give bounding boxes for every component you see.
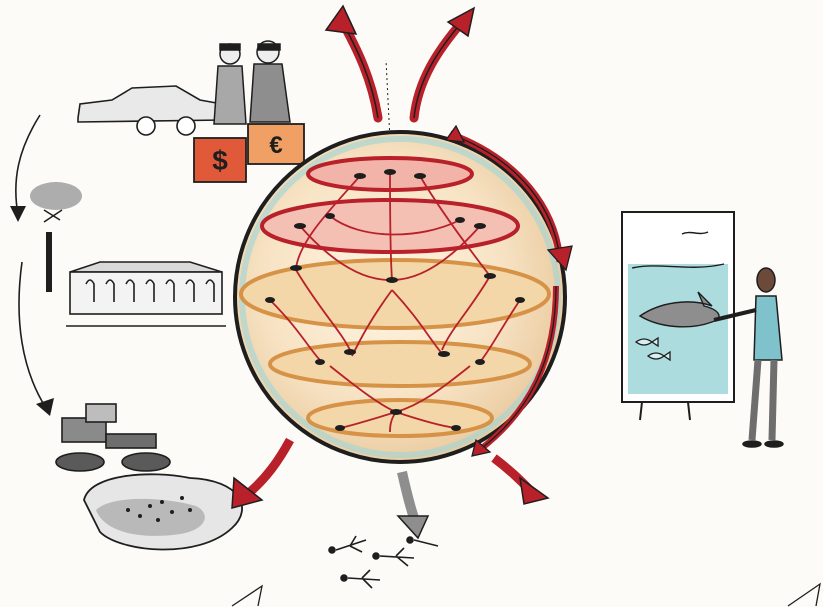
euro-symbol: €	[269, 132, 282, 159]
presentation-board-icon	[622, 212, 783, 447]
thread-line	[386, 60, 390, 140]
chimney-icon	[46, 232, 52, 292]
bulldozer-icon	[56, 404, 170, 471]
arrow-down-left	[232, 440, 290, 508]
smoke-icon	[30, 182, 82, 222]
arrow-left-top	[10, 115, 40, 222]
money-exchange-icon: $ €	[78, 41, 304, 182]
bodies-icon	[329, 536, 438, 588]
corner-stroke-right	[788, 584, 820, 606]
euro-case: €	[248, 124, 304, 164]
factory-icon	[66, 262, 226, 326]
dollar-case: $	[194, 138, 246, 182]
arrow-up-left	[326, 6, 378, 118]
dollar-symbol: $	[212, 145, 228, 176]
arrow-down-right	[494, 458, 548, 504]
businessmen-icon	[214, 41, 290, 124]
arrow-down	[398, 472, 428, 538]
corner-stroke-left	[232, 586, 262, 606]
car-icon	[78, 86, 224, 135]
mining-pit-icon	[56, 404, 242, 550]
arrow-up-right	[414, 8, 474, 118]
sphere-network-icon	[235, 126, 572, 462]
